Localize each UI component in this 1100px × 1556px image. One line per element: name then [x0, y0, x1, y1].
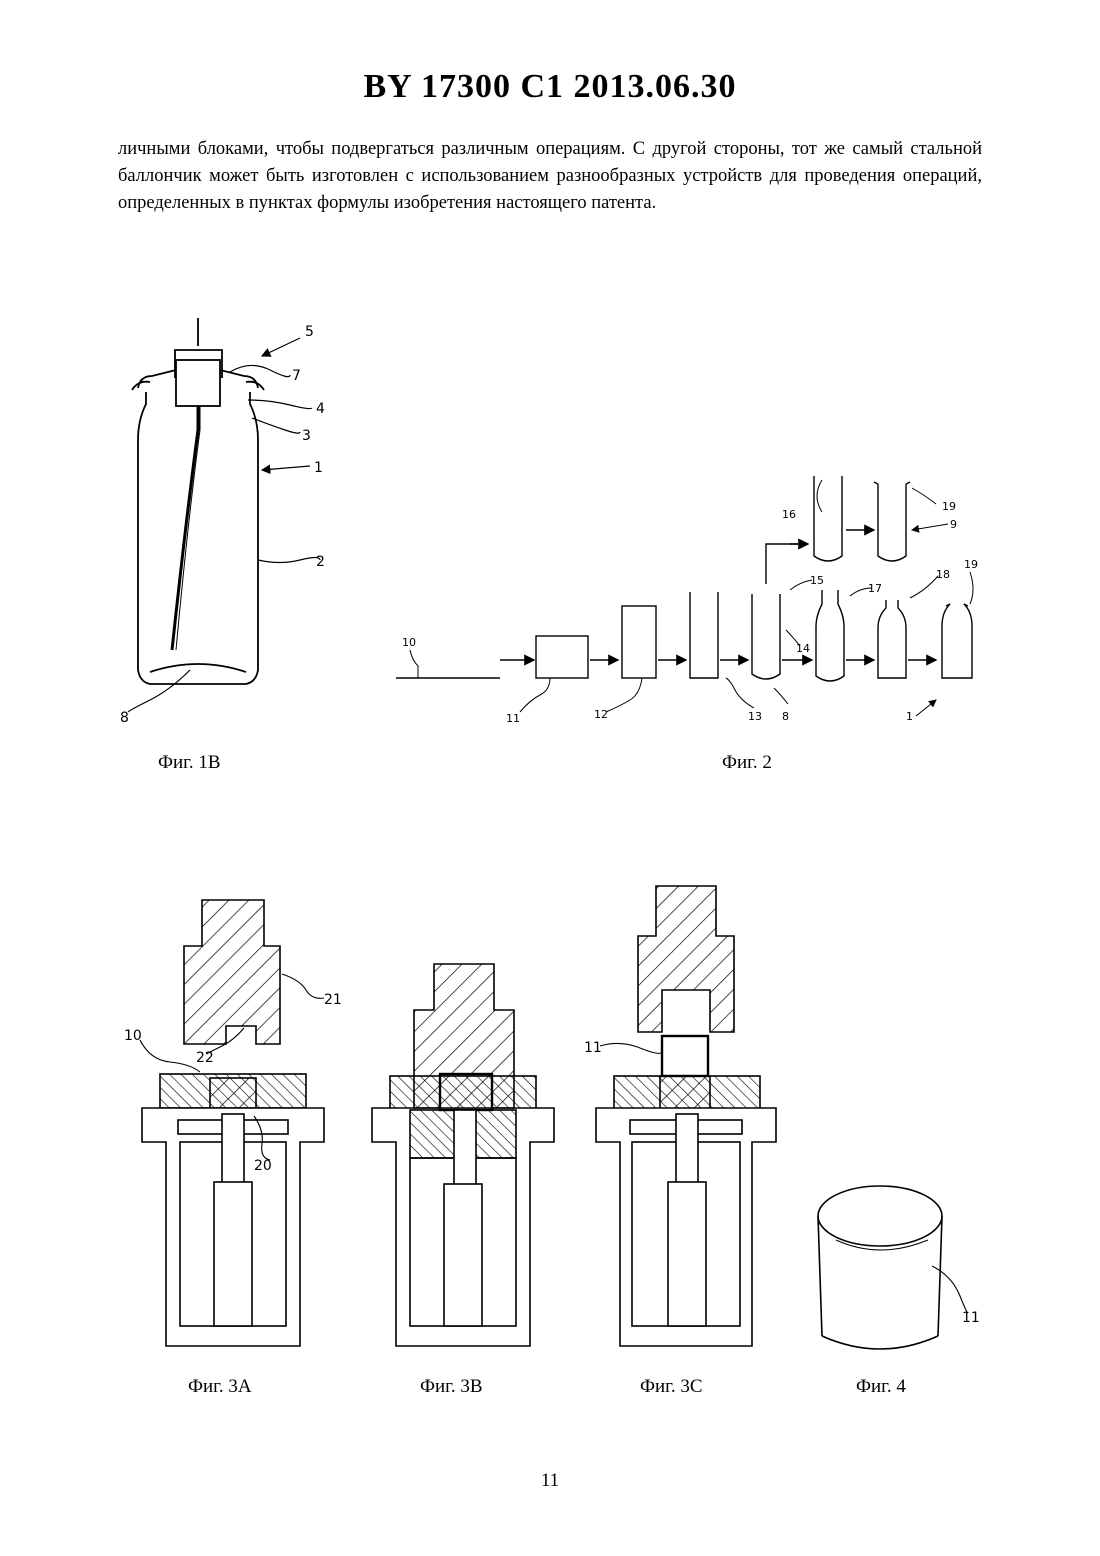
- fig1b-caption: Фиг. 1B: [158, 752, 221, 774]
- fig2-label-1: 1: [906, 710, 913, 723]
- fig1b-leaders: [128, 338, 320, 712]
- fig4-label-11: 11: [962, 1310, 980, 1326]
- fig2-leaders: [410, 480, 973, 716]
- fig3c-caption: Фиг. 3C: [640, 1376, 703, 1398]
- fig3a-drawing: [142, 900, 324, 1346]
- fig3a-label-20: 20: [254, 1158, 272, 1174]
- fig3a-label-10: 10: [124, 1028, 142, 1044]
- fig2-label-19b: 19: [964, 558, 978, 571]
- fig2-label-8: 8: [782, 710, 789, 723]
- fig2-label-17: 17: [868, 582, 882, 595]
- fig2-label-15: 15: [810, 574, 824, 587]
- fig2-label-10: 10: [402, 636, 416, 649]
- fig1b-label-5: 5: [305, 324, 314, 340]
- fig3b-caption: Фиг. 3B: [420, 1376, 483, 1398]
- fig3a-label-21: 21: [324, 992, 342, 1008]
- fig2-caption: Фиг. 2: [722, 752, 772, 774]
- fig3c-leader: [600, 1043, 662, 1053]
- fig2-label-9: 9: [950, 518, 957, 531]
- fig2-label-14: 14: [796, 642, 810, 655]
- fig3c-drawing: [596, 886, 776, 1346]
- fig2-label-11: 11: [506, 712, 520, 725]
- fig3c-label-11: 11: [584, 1040, 602, 1056]
- fig1b-label-4: 4: [316, 401, 325, 417]
- fig2-label-18: 18: [936, 568, 950, 581]
- fig4-caption: Фиг. 4: [856, 1376, 906, 1398]
- fig2-drawing: [396, 476, 972, 681]
- fig3a-label-22: 22: [196, 1050, 214, 1066]
- fig1b-drawing: [132, 318, 264, 684]
- fig2-label-13: 13: [748, 710, 762, 723]
- fig1b-label-8: 8: [120, 710, 129, 726]
- fig2-label-19a: 19: [942, 500, 956, 513]
- fig4-drawing: [818, 1186, 968, 1349]
- fig3b-drawing: [372, 964, 554, 1346]
- fig1b-label-3: 3: [302, 428, 311, 444]
- fig3a-caption: Фиг. 3A: [188, 1376, 252, 1398]
- page-number: 11: [0, 1470, 1100, 1492]
- fig2-label-16: 16: [782, 508, 796, 521]
- fig1b-label-2: 2: [316, 554, 325, 570]
- fig1b-label-7: 7: [292, 368, 301, 384]
- fig1b-label-1: 1: [314, 460, 323, 476]
- fig2-label-12: 12: [594, 708, 608, 721]
